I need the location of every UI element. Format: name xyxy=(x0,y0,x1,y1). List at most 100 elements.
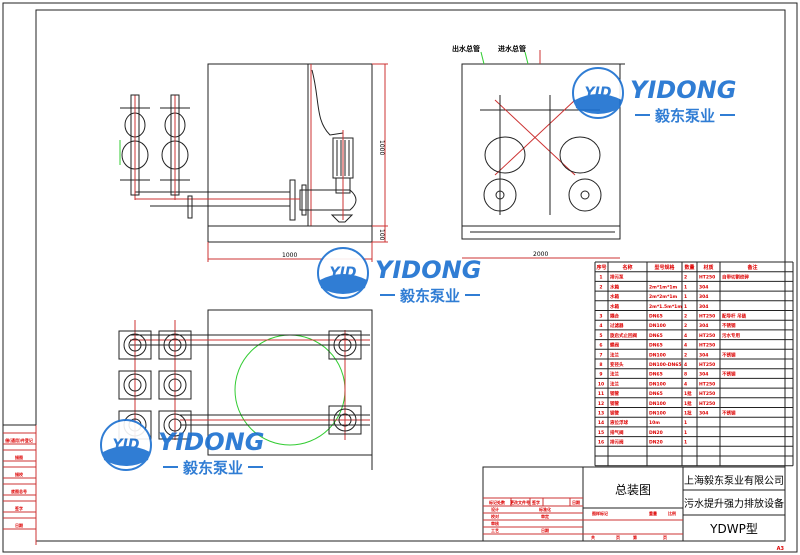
table-cell: 8 xyxy=(599,362,602,368)
table-cell: 1批 xyxy=(684,390,692,397)
table-cell: 16 xyxy=(598,440,604,446)
table-cell: 2 xyxy=(684,352,687,358)
table-cell: 蝶阀 xyxy=(610,342,619,349)
side-strip-label: 日期 xyxy=(15,522,23,528)
title-block-label: 第 xyxy=(633,534,637,540)
table-cell: 变径头 xyxy=(610,361,624,368)
table-cell: 2 xyxy=(684,323,687,329)
logo-brand: YIDONG xyxy=(630,76,736,104)
table-cell: HT250 xyxy=(699,275,715,281)
table-cell: 不锈钢 xyxy=(722,322,736,329)
revision-header: 签字 xyxy=(531,499,540,505)
table-cell: 配导杆 吊链 xyxy=(722,313,747,320)
table-cell: HT250 xyxy=(699,401,715,407)
title-block-label: 重量 xyxy=(649,510,657,516)
table-cell: 2 xyxy=(684,314,687,320)
table-cell: HT250 xyxy=(699,343,715,349)
yidong-logo: YID YIDONG 毅东泵业 xyxy=(100,419,264,477)
table-cell: 304 xyxy=(699,284,708,290)
table-cell: 15 xyxy=(598,430,604,436)
table-cell: 4 xyxy=(684,362,687,368)
table-header: 名称 xyxy=(622,264,632,271)
side-strip-label: 底图总号 xyxy=(10,488,27,494)
table-cell: 排气阀 xyxy=(610,429,624,436)
table-cell: 旋启式止回阀 xyxy=(609,332,637,339)
top-view xyxy=(118,309,373,470)
title-block-label: 共 xyxy=(591,534,595,540)
logo-chinese: 毅东泵业 xyxy=(654,107,715,125)
side-view: 出水总管 进水总管 2000 xyxy=(452,44,625,259)
company-name: 上海毅东泵业有限公司 xyxy=(684,474,784,487)
table-cell: 1 xyxy=(684,294,687,300)
logo-chinese: 毅东泵业 xyxy=(399,287,460,305)
table-cell: 304 xyxy=(699,352,708,358)
table-cell: HT250 xyxy=(699,391,715,397)
title-block-label: 页 xyxy=(663,534,667,540)
logo-brand: YIDONG xyxy=(375,256,481,284)
table-cell: 污水专用 xyxy=(722,332,740,339)
table-cell: 4 xyxy=(684,333,687,339)
table-cell: 9 xyxy=(599,372,602,378)
title-block-label: 图样标记 xyxy=(592,510,608,516)
table-cell: 10 xyxy=(598,381,604,387)
table-cell: 钢管 xyxy=(610,410,619,417)
table-cell: 水箱 xyxy=(610,283,619,290)
table-cell: 过滤器 xyxy=(610,322,624,329)
table-cell: 水箱 xyxy=(610,293,619,300)
table-cell: 水箱 xyxy=(610,303,619,310)
table-cell: 钢管 xyxy=(610,390,619,397)
table-cell: 6 xyxy=(599,343,602,349)
table-cell: 1 xyxy=(684,420,687,426)
table-cell: 304 xyxy=(699,323,708,329)
drawing-name: 总装图 xyxy=(615,483,651,497)
dim-height: 1000 xyxy=(378,140,385,155)
table-cell: 4 xyxy=(599,323,602,329)
side-strip-label: 借(通用)件登记 xyxy=(4,437,33,443)
revision-header: 标记处数 xyxy=(488,499,505,505)
side-strip-label: 签字 xyxy=(14,505,23,511)
table-cell: 排污泵 xyxy=(610,274,624,281)
role-label: 审定 xyxy=(541,513,549,519)
role-label: 校对 xyxy=(491,513,499,519)
table-cell: 液位浮球 xyxy=(610,419,628,426)
logo-brand: YIDONG xyxy=(158,428,264,456)
paper-size: A3 xyxy=(777,546,785,552)
table-cell: 11 xyxy=(598,391,604,397)
table-cell: 3 xyxy=(599,314,602,320)
logo-chinese: 毅东泵业 xyxy=(182,459,243,477)
table-cell: 不锈钢 xyxy=(722,351,736,358)
table-cell: DN65 xyxy=(649,391,663,397)
front-view: 1000 100 1000 xyxy=(119,63,388,262)
table-cell: 2m*1m*1m xyxy=(649,284,677,290)
table-cell: HT250 xyxy=(699,381,715,387)
table-cell: 7 xyxy=(599,352,602,358)
table-cell: 1 xyxy=(684,284,687,290)
table-cell: 8 xyxy=(684,372,687,378)
table-cell: 13 xyxy=(598,411,604,417)
table-cell: 排污阀 xyxy=(610,439,624,446)
table-cell: DN100 xyxy=(649,381,666,387)
dim-base: 100 xyxy=(378,229,385,241)
table-cell: HT250 xyxy=(699,362,715,368)
table-cell: 1 xyxy=(599,275,602,281)
table-cell: DN65 xyxy=(649,372,663,378)
inlet-pipe-label: 进水总管 xyxy=(498,44,526,53)
table-cell: 法兰 xyxy=(610,351,619,358)
title-block-label: 比例 xyxy=(668,510,676,516)
table-cell: 2 xyxy=(684,275,687,281)
table-header: 数量 xyxy=(684,264,694,271)
table-cell: 4 xyxy=(684,381,687,387)
role-label: 日期 xyxy=(541,527,549,533)
table-cell: 2m*2m*1m xyxy=(649,294,677,300)
table-cell: 1 xyxy=(684,304,687,310)
table-cell: 10m xyxy=(649,420,660,426)
table-cell: 法兰 xyxy=(610,380,619,387)
role-label: 工艺 xyxy=(491,527,499,533)
logo-badge: YID xyxy=(113,437,140,453)
model-name: YDWP型 xyxy=(709,522,758,536)
title-block: 总装图 上海毅东泵业有限公司 污水提升强力排放设备 YDWP型 标记处数更改文件… xyxy=(482,466,786,552)
table-cell: 耦合 xyxy=(610,313,619,320)
